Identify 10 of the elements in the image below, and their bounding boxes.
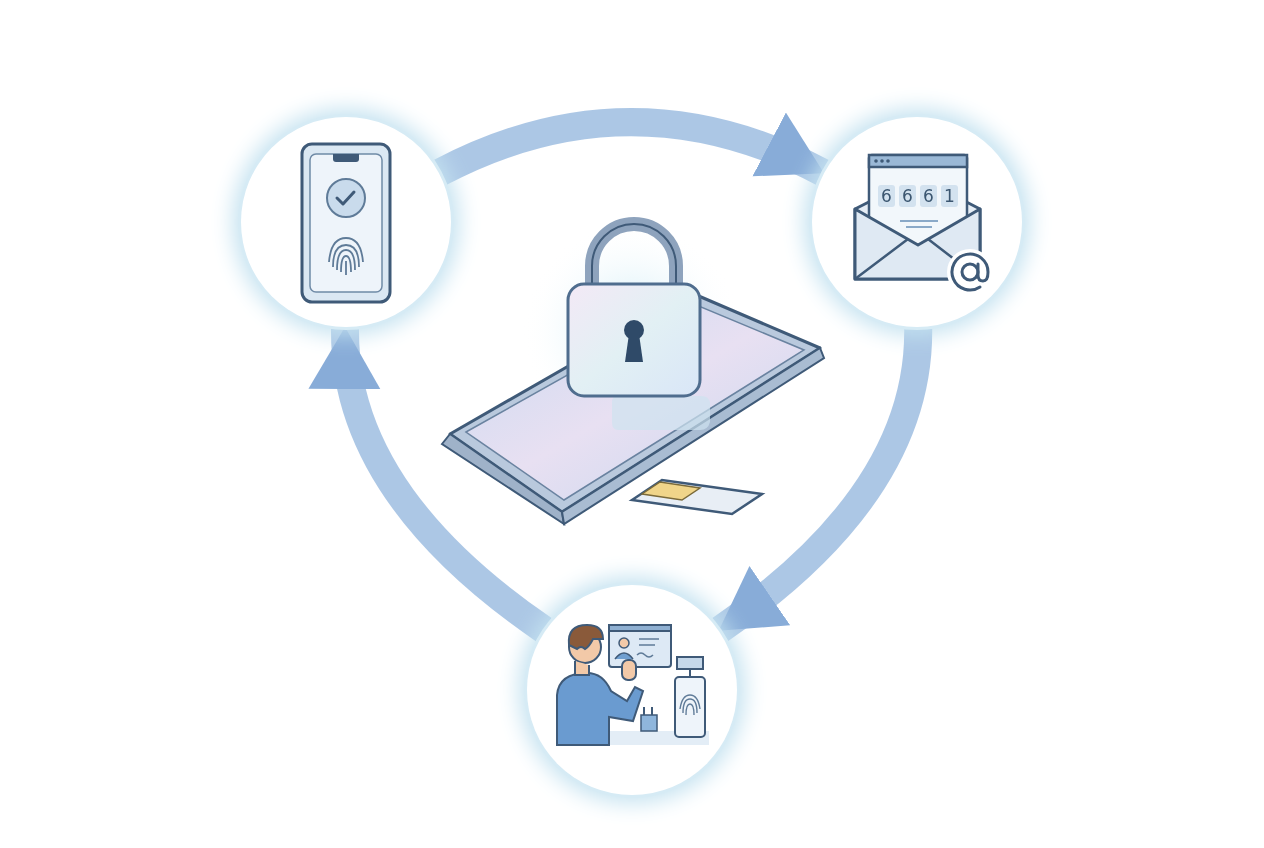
code-digit: 6	[878, 185, 895, 207]
step-circle	[527, 585, 737, 795]
step-circle	[812, 117, 1022, 327]
code-digit: 6	[920, 185, 937, 207]
step-circle	[241, 117, 451, 327]
cycle-arrow	[311, 327, 552, 641]
code-digit: 6	[899, 185, 916, 207]
cycle-arrow	[434, 108, 829, 185]
code-digit: 1	[941, 185, 958, 207]
cycle-arrow	[712, 328, 933, 641]
